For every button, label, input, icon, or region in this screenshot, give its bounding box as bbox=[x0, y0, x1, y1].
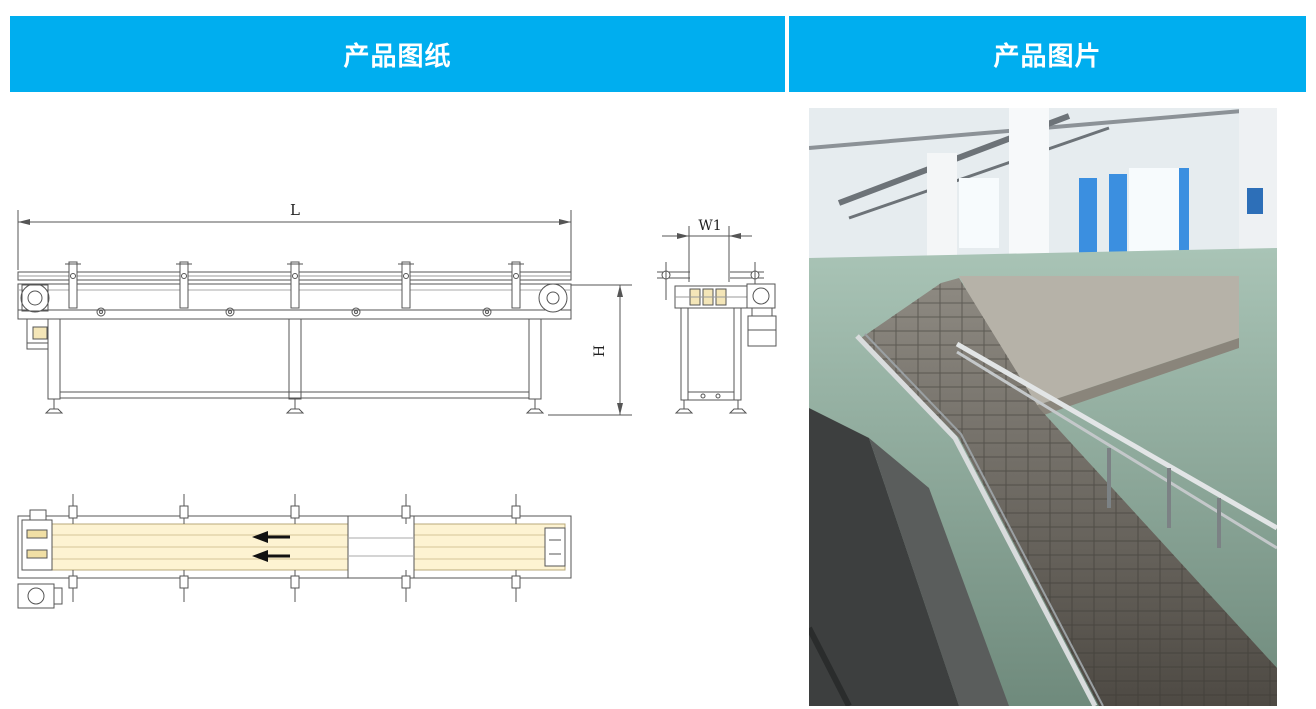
product-photo bbox=[809, 108, 1277, 706]
top-view bbox=[17, 494, 572, 609]
front-guide-posts bbox=[65, 261, 524, 309]
header-product-photo: 产品图片 bbox=[789, 16, 1306, 92]
side-motor bbox=[746, 283, 777, 347]
header-product-photo-label: 产品图片 bbox=[993, 41, 1102, 72]
dimension-label-length: L bbox=[290, 201, 300, 219]
conveyor-drawing: L bbox=[17, 201, 777, 609]
top-guide-posts bbox=[68, 494, 521, 602]
side-view: W1 bbox=[657, 218, 777, 414]
header-product-drawing: 产品图纸 bbox=[10, 16, 785, 92]
dimension-label-width: W1 bbox=[698, 218, 721, 234]
top-motor bbox=[17, 583, 63, 609]
header-product-drawing-label: 产品图纸 bbox=[343, 41, 452, 72]
dimension-label-height: H bbox=[592, 345, 608, 357]
direction-arrows bbox=[252, 531, 290, 562]
dimension-height: H bbox=[548, 284, 632, 416]
dimension-width: W1 bbox=[662, 218, 752, 282]
front-feet bbox=[44, 399, 545, 414]
chain-links bbox=[24, 534, 565, 560]
front-view: L bbox=[17, 201, 632, 416]
dimension-length: L bbox=[17, 201, 572, 272]
